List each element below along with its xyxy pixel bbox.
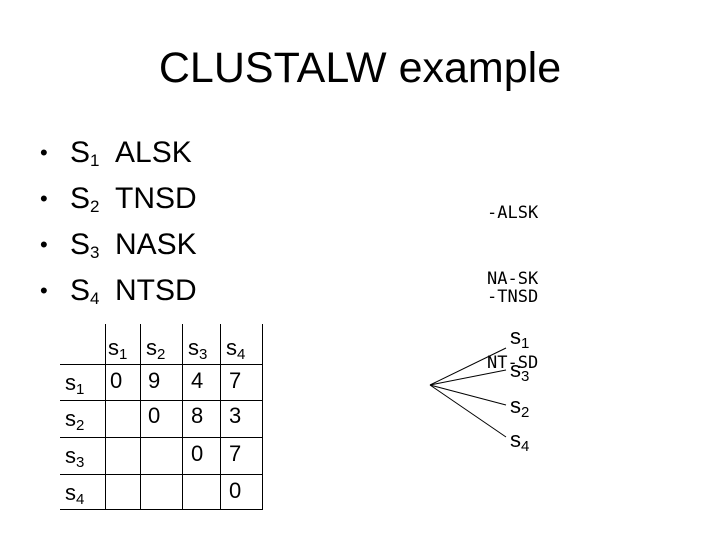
bullet-marker: • — [40, 278, 48, 303]
sequence-name: S1 — [70, 136, 100, 170]
bullet-marker: • — [40, 232, 48, 257]
matrix-cell: 7 — [229, 368, 242, 393]
grid-line — [140, 324, 141, 510]
row-header: s1 — [65, 370, 85, 398]
row-header: s3 — [65, 443, 85, 471]
tree-leaf: s3 — [510, 357, 530, 385]
grid-line — [60, 364, 262, 365]
sequence-text: TNSD — [115, 182, 197, 215]
alignment-line: NA-SK — [487, 269, 539, 289]
pairwise-alignment-1: -ALSK NA-SK — [487, 158, 538, 312]
tree-leaf: s1 — [510, 324, 530, 352]
sequence-text: NTSD — [115, 274, 197, 307]
matrix-cell: 0 — [229, 478, 242, 503]
sequence-name: S3 — [70, 228, 100, 262]
grid-line — [220, 324, 221, 510]
sequence-text: ALSK — [115, 136, 192, 169]
sequence-name: S2 — [70, 182, 100, 216]
row-header: s2 — [65, 406, 85, 434]
alignment-line: NT-SD — [487, 353, 539, 373]
column-header: s1 — [108, 335, 128, 363]
slide-title: CLUSTALW example — [158, 44, 562, 92]
alignment-line: -TNSD — [487, 287, 539, 307]
grid-line — [262, 324, 263, 510]
matrix-cell: 4 — [191, 368, 204, 393]
alignment-line: -ALSK — [487, 203, 539, 223]
grid-line — [182, 324, 183, 510]
bullet-marker: • — [40, 140, 48, 165]
tree-branch — [429, 369, 507, 386]
column-header: s4 — [226, 335, 246, 363]
bullet-marker: • — [40, 186, 48, 211]
sequence-name: S4 — [70, 274, 100, 308]
tree-branch — [429, 384, 507, 406]
tree-leaf: s4 — [510, 427, 530, 455]
sequence-text: NASK — [115, 228, 197, 261]
grid-line — [105, 324, 106, 510]
grid-line — [60, 474, 262, 475]
matrix-cell: 3 — [229, 403, 242, 428]
matrix-cell: 7 — [229, 441, 242, 466]
matrix-cell: 0 — [110, 368, 123, 393]
tree-branch — [429, 384, 507, 438]
matrix-cell: 9 — [148, 368, 161, 393]
tree-leaf: s2 — [510, 393, 530, 421]
matrix-cell: 0 — [191, 441, 204, 466]
column-header: s3 — [188, 335, 208, 363]
matrix-cell: 8 — [191, 403, 204, 428]
matrix-cell: 0 — [148, 403, 161, 428]
pairwise-alignment-2: -TNSD NT-SD — [487, 242, 538, 396]
tree-branch — [429, 347, 507, 386]
grid-line — [60, 509, 262, 510]
column-header: s2 — [146, 335, 166, 363]
grid-line — [60, 437, 262, 438]
grid-line — [60, 400, 262, 401]
row-header: s4 — [65, 480, 85, 508]
